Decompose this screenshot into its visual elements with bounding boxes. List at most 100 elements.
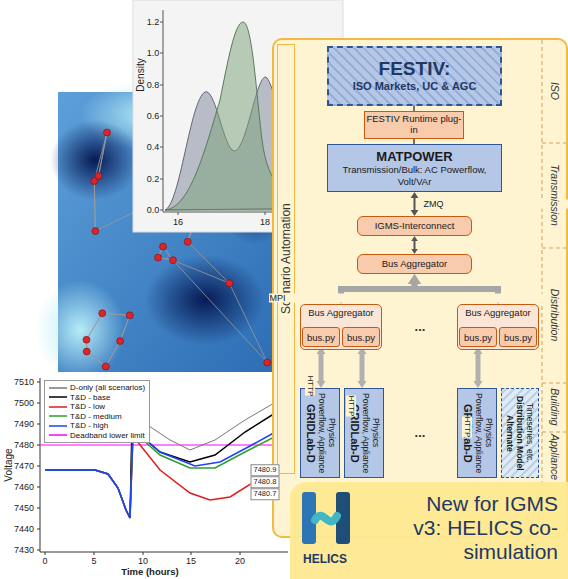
network-dot	[226, 280, 233, 287]
heat-blob	[145, 255, 265, 345]
node-title: bus.py	[504, 330, 532, 343]
process-box: MATPOWERTransmission/Bulk: AC Powerflow,…	[327, 144, 502, 192]
chart-ground	[0, 372, 288, 579]
legend-row: T&D - medium	[49, 412, 145, 422]
tick-label: 18	[260, 218, 270, 227]
node-text: New for IGMS v3: HELICS co-simulation	[408, 492, 558, 564]
network-link	[94, 181, 95, 231]
aggregator-box: Bus Aggregator	[357, 254, 472, 274]
legend-row: D-only (all scenarios)	[49, 383, 145, 393]
ellipsis: ...	[415, 320, 426, 333]
legend-line	[49, 425, 67, 427]
tick-label: 7430	[14, 546, 34, 555]
aggregator-group: Bus Aggregator bus.py bus.py	[300, 304, 382, 350]
network-link	[106, 341, 120, 366]
connector	[473, 347, 482, 388]
axis-title: Density	[136, 58, 146, 91]
network-dot	[169, 257, 176, 264]
legend-line	[49, 416, 67, 418]
bus-box: bus.py	[302, 327, 340, 347]
node-title: Bus Aggregator	[458, 305, 538, 318]
network-link	[120, 315, 130, 341]
network-dot	[99, 310, 106, 317]
tick-label: 1.2	[147, 18, 160, 27]
legend-line	[49, 387, 67, 389]
connector-line	[319, 353, 324, 382]
node-title: HELICS	[294, 552, 356, 566]
layer-label: ISO	[550, 82, 561, 100]
node-text: Transmission/Bulk: AC Powerflow, Volt/VA…	[332, 164, 497, 187]
plugin-box: FESTIV Runtime plug-in	[364, 111, 464, 139]
band-divider	[542, 40, 543, 536]
network-link	[173, 260, 229, 283]
connector	[411, 236, 418, 254]
node-title: bus.py	[464, 330, 492, 343]
value-callout: 7480.7	[251, 488, 280, 500]
node-title: Alternate Distribution Model	[505, 391, 525, 475]
aggregator-group: Bus Aggregator bus.py bus.py	[457, 304, 539, 350]
edge-label: HTTP	[462, 417, 472, 438]
legend-row: T&D - high	[49, 421, 145, 431]
legend-line	[49, 404, 67, 410]
legend-line	[49, 432, 67, 438]
legend-text: T&D - medium	[70, 412, 122, 421]
legend-row: T&D - base	[49, 393, 145, 403]
network-dot	[155, 254, 162, 261]
axis-title: Time (hours)	[121, 567, 178, 577]
tick-label: 0	[42, 557, 47, 566]
arrow-head	[408, 274, 421, 284]
network-link	[99, 133, 107, 176]
ticks	[160, 22, 265, 215]
callout-panel: HELICS New for IGMS v3: HELICS co-simulat…	[290, 482, 568, 579]
node-title: bus.py	[347, 330, 375, 343]
tick-label: 7510	[14, 378, 34, 387]
arrow-head	[411, 192, 419, 198]
bus-box: bus.py	[499, 327, 537, 347]
connector-line	[414, 240, 416, 250]
legend-text: D-only (all scenarios)	[70, 383, 145, 392]
connector-line	[360, 353, 365, 382]
voltage-curve	[45, 405, 288, 518]
tick-label: 7500	[14, 399, 34, 408]
value-callout: 7480.8	[251, 476, 280, 488]
logo-wave	[315, 516, 337, 522]
arrow-head	[316, 381, 325, 388]
ellipsis: ...	[415, 426, 426, 439]
node-text: Timeseries, etc.	[525, 403, 535, 463]
helics-logo	[298, 488, 354, 548]
axis	[40, 378, 288, 552]
arrow-head	[411, 236, 418, 241]
edge-label: HTTP	[346, 396, 356, 417]
tick-label: 7480	[14, 441, 34, 450]
connector	[316, 347, 325, 388]
voltage-curve	[45, 425, 288, 518]
legend-line	[49, 385, 67, 391]
node-title: Bus Aggregator	[301, 305, 381, 318]
layer-label: Building	[550, 388, 561, 425]
connector	[357, 347, 366, 388]
legend-row: T&D - low	[49, 402, 145, 412]
tick-label: 1.0	[147, 49, 160, 58]
voltage-curve	[45, 395, 288, 518]
node-text: Powerflow, Appliance Physics	[474, 391, 494, 475]
tick-label: 5	[91, 557, 96, 566]
network-dot	[102, 363, 109, 370]
node-text: ISO Markets, UC & AGC	[353, 80, 477, 93]
arrow-head	[357, 381, 366, 388]
node-title: IGMS-Interconnect	[375, 221, 455, 232]
node-title: MATPOWER	[376, 149, 452, 165]
axis-title: Voltage	[4, 448, 14, 481]
tick-label: 0.6	[147, 112, 160, 121]
bus-box: bus.py	[459, 327, 497, 347]
heat-blob	[35, 280, 125, 380]
node-title: Scenario Automation	[277, 44, 295, 474]
legend-line	[49, 406, 67, 408]
interface-box: IGMS-Interconnect	[357, 216, 472, 236]
network-link	[120, 315, 130, 341]
node-title: FESTIV Runtime plug-in	[365, 114, 463, 136]
chart-legend: D-only (all scenarios)T&D - baseT&D - lo…	[44, 380, 150, 443]
value-callout: 7480.9	[251, 464, 280, 476]
network-link	[102, 313, 129, 315]
network-link	[229, 283, 267, 362]
legend-line	[49, 435, 67, 437]
